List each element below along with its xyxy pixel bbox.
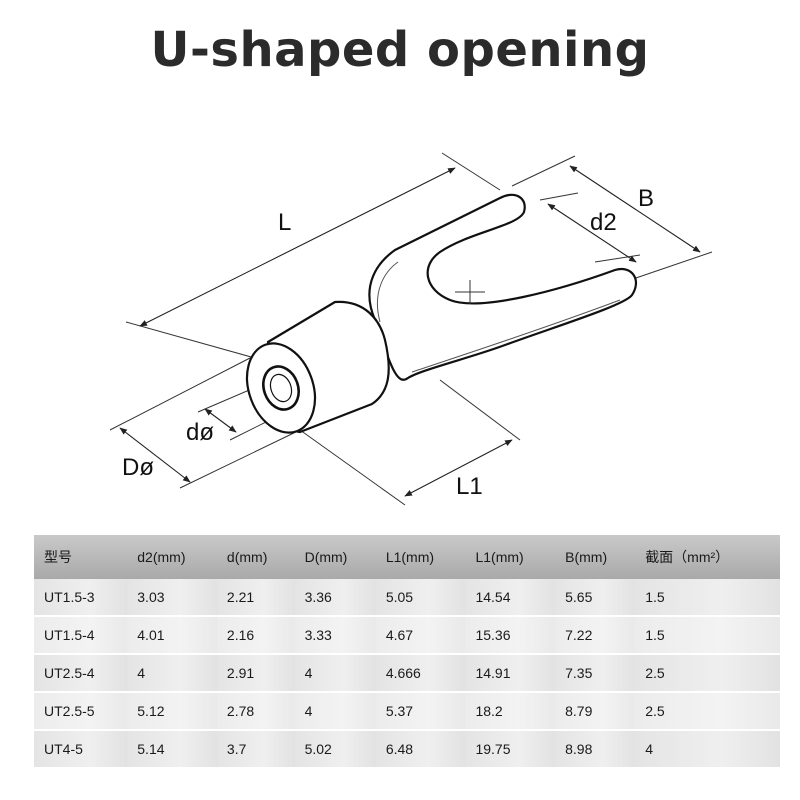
cell: 18.2 [465,692,556,731]
cell: 3.36 [294,579,376,617]
header-model: 型号 [34,535,128,579]
cell: 5.05 [375,579,466,617]
cell: 4.666 [375,654,466,693]
cell: 2.21 [216,579,295,617]
cell: 5.65 [555,579,636,617]
cell: UT1.5-3 [34,579,128,617]
cell: 5.37 [375,692,466,731]
cell: 8.98 [555,730,636,769]
label-d: dø [186,419,214,446]
table-row: UT2.5-4 4 2.91 4 4.666 14.91 7.35 2.5 [34,654,780,693]
cell: 2.5 [635,654,780,693]
cell: 4 [635,730,780,769]
header-d2: d2(mm) [127,535,217,579]
cell: 6.48 [375,730,466,769]
header-L1-2: L1(mm) [465,535,556,579]
cell: UT4-5 [34,730,128,769]
cell: 2.16 [216,616,295,655]
cell: 8.79 [555,692,636,731]
label-d2: d2 [590,209,617,236]
dim-d [204,408,237,433]
cell: 2.5 [635,692,780,731]
cell: 14.54 [465,579,556,617]
cell: 5.12 [127,692,217,731]
header-D: D(mm) [294,535,376,579]
cell: 5.02 [294,730,376,769]
cell: 3.33 [294,616,376,655]
cell: 4.67 [375,616,466,655]
dim-d2 [547,203,637,263]
cell: 5.14 [127,730,217,769]
dim-L [139,167,456,327]
fork-terminal-outline [245,193,638,434]
table-row: UT1.5-4 4.01 2.16 3.33 4.67 15.36 7.22 1… [34,616,780,655]
spec-table: 型号 d2(mm) d(mm) D(mm) L1(mm) L1(mm) B(mm… [34,535,780,769]
dim-D [119,427,191,483]
label-D: Dø [122,454,154,481]
cell: 4 [294,692,376,731]
dim-L1 [404,439,513,497]
cell: UT1.5-4 [34,616,128,655]
cell: 14.91 [465,654,556,693]
cell: 4 [294,654,376,693]
label-L: L [278,209,291,236]
fork-blade [368,193,638,381]
cell: 4 [127,654,217,693]
page-title: U-shaped opening [150,22,650,78]
cell: 3.03 [127,579,217,617]
cell: 1.5 [635,616,780,655]
cell: 7.35 [555,654,636,693]
cell: 7.22 [555,616,636,655]
label-L1: L1 [456,473,483,500]
blade-highlights [376,261,621,373]
cell: 15.36 [465,616,556,655]
terminal-diagram: L B d2 dø Dø L1 [109,152,713,506]
table-header-row: 型号 d2(mm) d(mm) D(mm) L1(mm) L1(mm) B(mm… [34,535,780,579]
center-mark [455,280,485,304]
header-section: 截面（mm²） [635,535,780,579]
cell: 2.78 [216,692,295,731]
table-row: UT4-5 5.14 3.7 5.02 6.48 19.75 8.98 4 [34,730,780,769]
header-L1: L1(mm) [375,535,466,579]
label-B: B [638,185,654,212]
header-d: d(mm) [216,535,295,579]
dimension-lines [119,165,701,497]
table-row: UT2.5-5 5.12 2.78 4 5.37 18.2 8.79 2.5 [34,692,780,731]
cell: 1.5 [635,579,780,617]
cell: UT2.5-5 [34,692,128,731]
cell: 19.75 [465,730,556,769]
cell: 2.91 [216,654,295,693]
header-B: B(mm) [555,535,636,579]
cell: 3.7 [216,730,295,769]
cell: UT2.5-4 [34,654,128,693]
cell: 4.01 [127,616,217,655]
table-row: UT1.5-3 3.03 2.21 3.36 5.05 14.54 5.65 1… [34,579,780,617]
